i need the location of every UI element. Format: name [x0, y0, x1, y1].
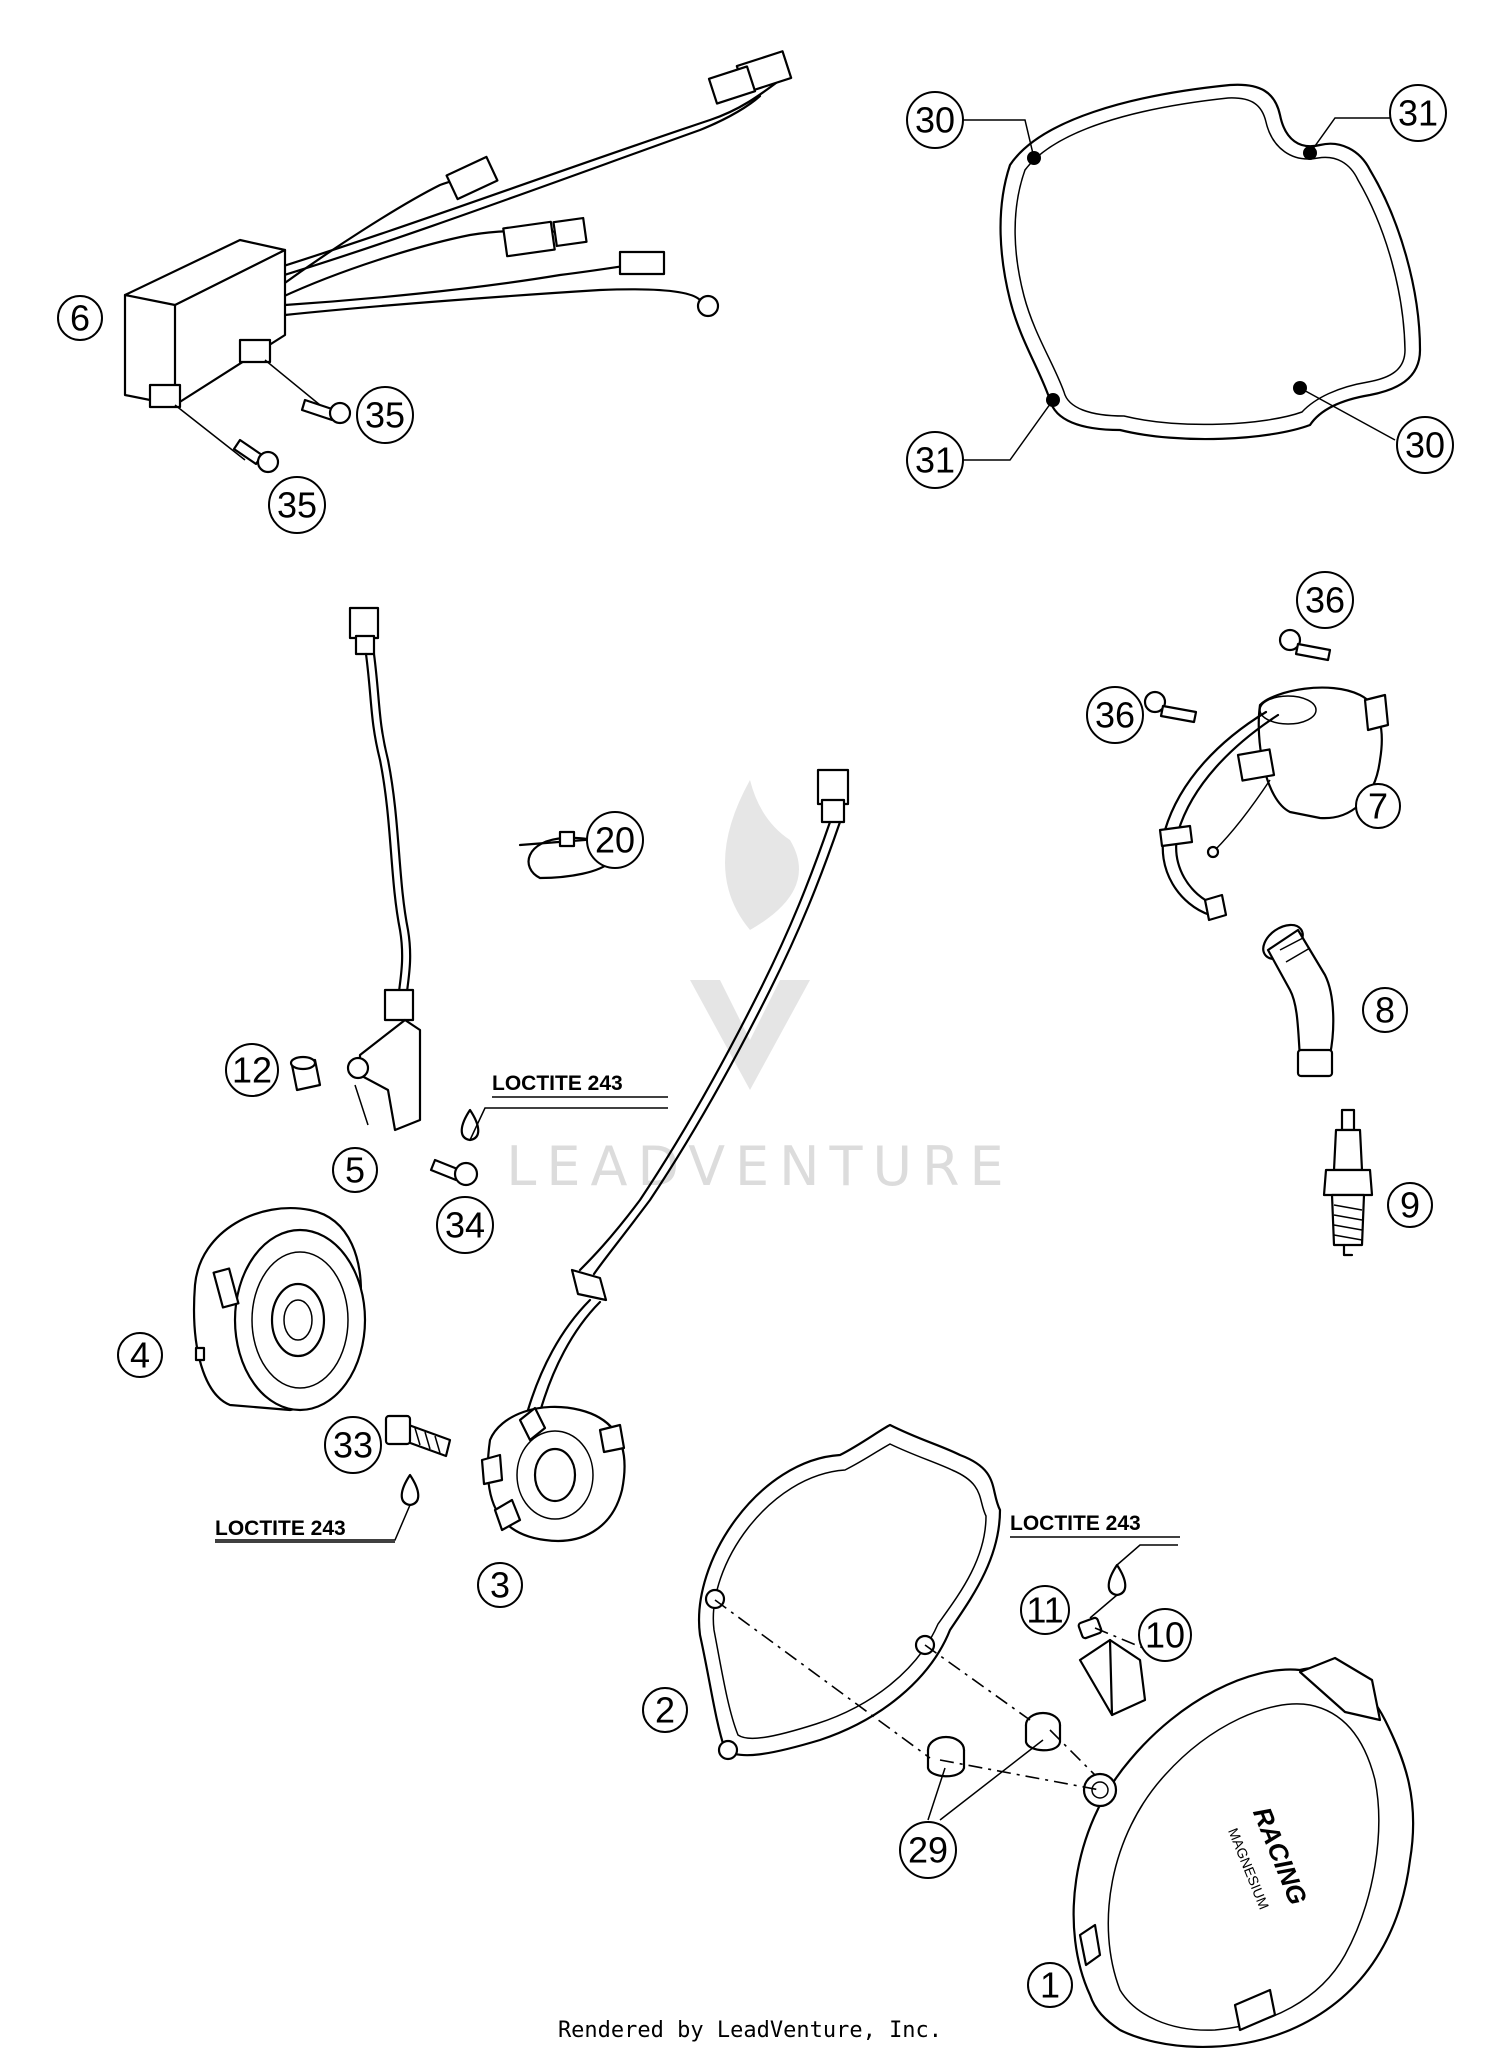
watermark-flame-icon	[725, 780, 799, 930]
pickup-sensor-part	[346, 606, 422, 1132]
footer-credit: Rendered by LeadVenture, Inc.	[557, 2018, 943, 2043]
svg-text:8: 8	[1375, 990, 1395, 1031]
spark-plug-part	[1322, 1108, 1374, 1257]
svg-text:35: 35	[365, 395, 405, 436]
svg-text:9: 9	[1400, 1185, 1420, 1226]
svg-text:31: 31	[1398, 93, 1438, 134]
callout-36b: 36	[1086, 686, 1144, 744]
watermark-text: LEADVENTURE	[506, 1135, 1013, 1198]
callout-35a: 35	[356, 386, 414, 444]
svg-text:3: 3	[490, 1565, 510, 1606]
svg-text:29: 29	[908, 1830, 948, 1871]
callout-29: 29	[899, 1821, 957, 1879]
leadventure-watermark: LEADVENTURE	[506, 780, 1013, 1198]
plate-10-part	[1078, 1638, 1147, 1717]
callout-33: 33	[324, 1416, 382, 1474]
cover-gasket-part	[963, 83, 1422, 461]
callout-31b: 31	[906, 431, 964, 489]
loctite-drop-icon	[460, 1108, 480, 1142]
svg-text:1: 1	[1040, 1965, 1060, 2006]
set-screw-11-part	[1077, 1563, 1127, 1640]
screw-36-upper	[1278, 628, 1332, 662]
svg-text:31: 31	[915, 440, 955, 481]
callout-20: 20	[586, 811, 644, 869]
ignition-coil-part	[1158, 686, 1390, 922]
callout-5: 5	[332, 1147, 378, 1193]
callout-31a: 31	[1389, 84, 1447, 142]
flywheel-rotor-part	[193, 1207, 367, 1412]
loctite-drop-icon	[1107, 1563, 1127, 1597]
svg-text:30: 30	[915, 100, 955, 141]
loctite-note: LOCTITE 243	[492, 1072, 623, 1095]
callout-8: 8	[1362, 987, 1408, 1033]
dowel-sleeve-29b	[1024, 1711, 1062, 1752]
svg-text:12: 12	[232, 1050, 272, 1091]
svg-text:2: 2	[655, 1690, 675, 1731]
svg-text:30: 30	[1405, 425, 1445, 466]
screw-34-part	[429, 1108, 480, 1187]
loctite-note: LOCTITE 243	[1010, 1512, 1141, 1535]
bolt-33-part	[384, 1414, 452, 1507]
callout-3: 3	[477, 1562, 523, 1608]
callout-30a: 30	[906, 91, 964, 149]
callout-6: 6	[57, 295, 103, 341]
svg-text:7: 7	[1368, 786, 1388, 827]
screw-35-upper	[300, 398, 352, 425]
svg-text:4: 4	[130, 1335, 150, 1376]
callout-9: 9	[1387, 1182, 1433, 1228]
svg-text:5: 5	[345, 1150, 365, 1191]
watermark-v-icon	[690, 980, 810, 1090]
ignition-cover-part: RACING MAGNESIUM	[1072, 1656, 1415, 2048]
screw-36-left	[1143, 690, 1198, 724]
stator-part	[480, 768, 850, 1542]
svg-text:10: 10	[1145, 1615, 1185, 1656]
grommet-part	[289, 1055, 322, 1092]
loctite-drop-icon	[400, 1473, 420, 1507]
callout-11: 11	[1020, 1585, 1070, 1635]
spark-plug-cap-part	[1262, 923, 1335, 1078]
leader-lines	[215, 1084, 1178, 1821]
ignition-cover-gasket-part	[697, 1423, 1002, 1761]
callout-2: 2	[642, 1687, 688, 1733]
callout-36a: 36	[1296, 571, 1354, 629]
svg-text:36: 36	[1305, 580, 1345, 621]
callout-4: 4	[117, 1332, 163, 1378]
svg-text:34: 34	[445, 1205, 485, 1246]
loctite-note: LOCTITE 243	[215, 1517, 346, 1540]
callout-34: 34	[436, 1196, 494, 1254]
callout-1: 1	[1027, 1962, 1073, 2008]
svg-text:35: 35	[277, 485, 317, 526]
svg-text:11: 11	[1026, 1590, 1063, 1631]
dowel-sleeve-29a	[926, 1735, 966, 1778]
cdi-module-part	[123, 50, 793, 461]
callout-10: 10	[1138, 1608, 1192, 1662]
callout-35b: 35	[268, 476, 326, 534]
svg-text:6: 6	[70, 298, 90, 339]
callout-30b: 30	[1396, 416, 1454, 474]
screw-35-lower	[232, 438, 280, 474]
callout-12: 12	[225, 1043, 279, 1097]
svg-text:33: 33	[333, 1425, 373, 1466]
svg-text:36: 36	[1095, 695, 1135, 736]
callout-7: 7	[1355, 783, 1401, 829]
svg-text:20: 20	[595, 820, 635, 861]
